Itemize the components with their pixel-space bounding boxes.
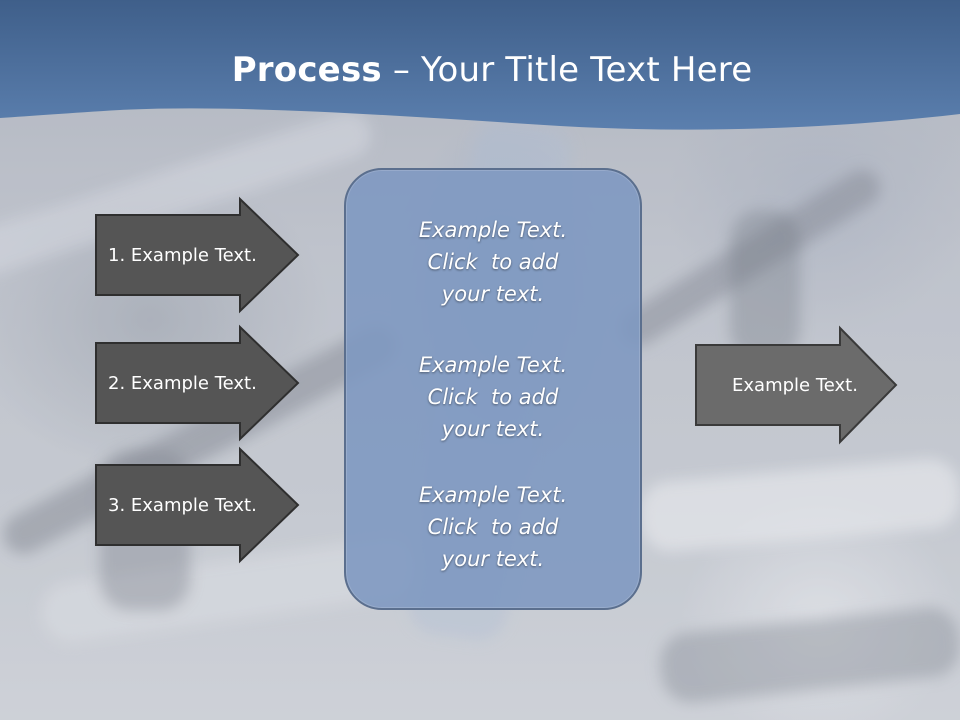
process-paragraph-2: Example Text. Click to add your text. — [346, 349, 640, 445]
input-arrow-3[interactable]: 3. Example Text. — [95, 446, 300, 564]
input-arrow-label: 3. Example Text. — [108, 494, 257, 516]
input-arrow-1[interactable]: 1. Example Text. — [95, 196, 300, 314]
paragraph-line: your text. — [441, 547, 545, 571]
title-text: – Your Title Text Here — [381, 50, 753, 90]
paragraph-line: your text. — [441, 282, 545, 306]
title-bold: Process — [231, 50, 382, 90]
input-arrow-2[interactable]: 2. Example Text. — [95, 324, 300, 442]
input-arrow-label: 1. Example Text. — [108, 244, 257, 266]
paragraph-line: Example Text. — [418, 218, 568, 242]
process-box[interactable]: Example Text. Click to add your text. Ex… — [344, 168, 642, 610]
paragraph-line: Click to add — [427, 515, 559, 539]
paragraph-line: your text. — [441, 417, 545, 441]
paragraph-line: Click to add — [427, 250, 559, 274]
output-arrow[interactable]: Example Text. — [695, 325, 898, 445]
input-arrow-label: 2. Example Text. — [108, 372, 257, 394]
slide-title[interactable]: Process – Your Title Text Here — [0, 50, 960, 90]
process-paragraph-1: Example Text. Click to add your text. — [346, 214, 640, 310]
paragraph-line: Example Text. — [418, 483, 568, 507]
paragraph-line: Click to add — [427, 385, 559, 409]
output-arrow-label: Example Text. — [732, 374, 858, 396]
title-banner — [0, 0, 960, 140]
paragraph-line: Example Text. — [418, 353, 568, 377]
process-paragraph-3: Example Text. Click to add your text. — [346, 479, 640, 575]
